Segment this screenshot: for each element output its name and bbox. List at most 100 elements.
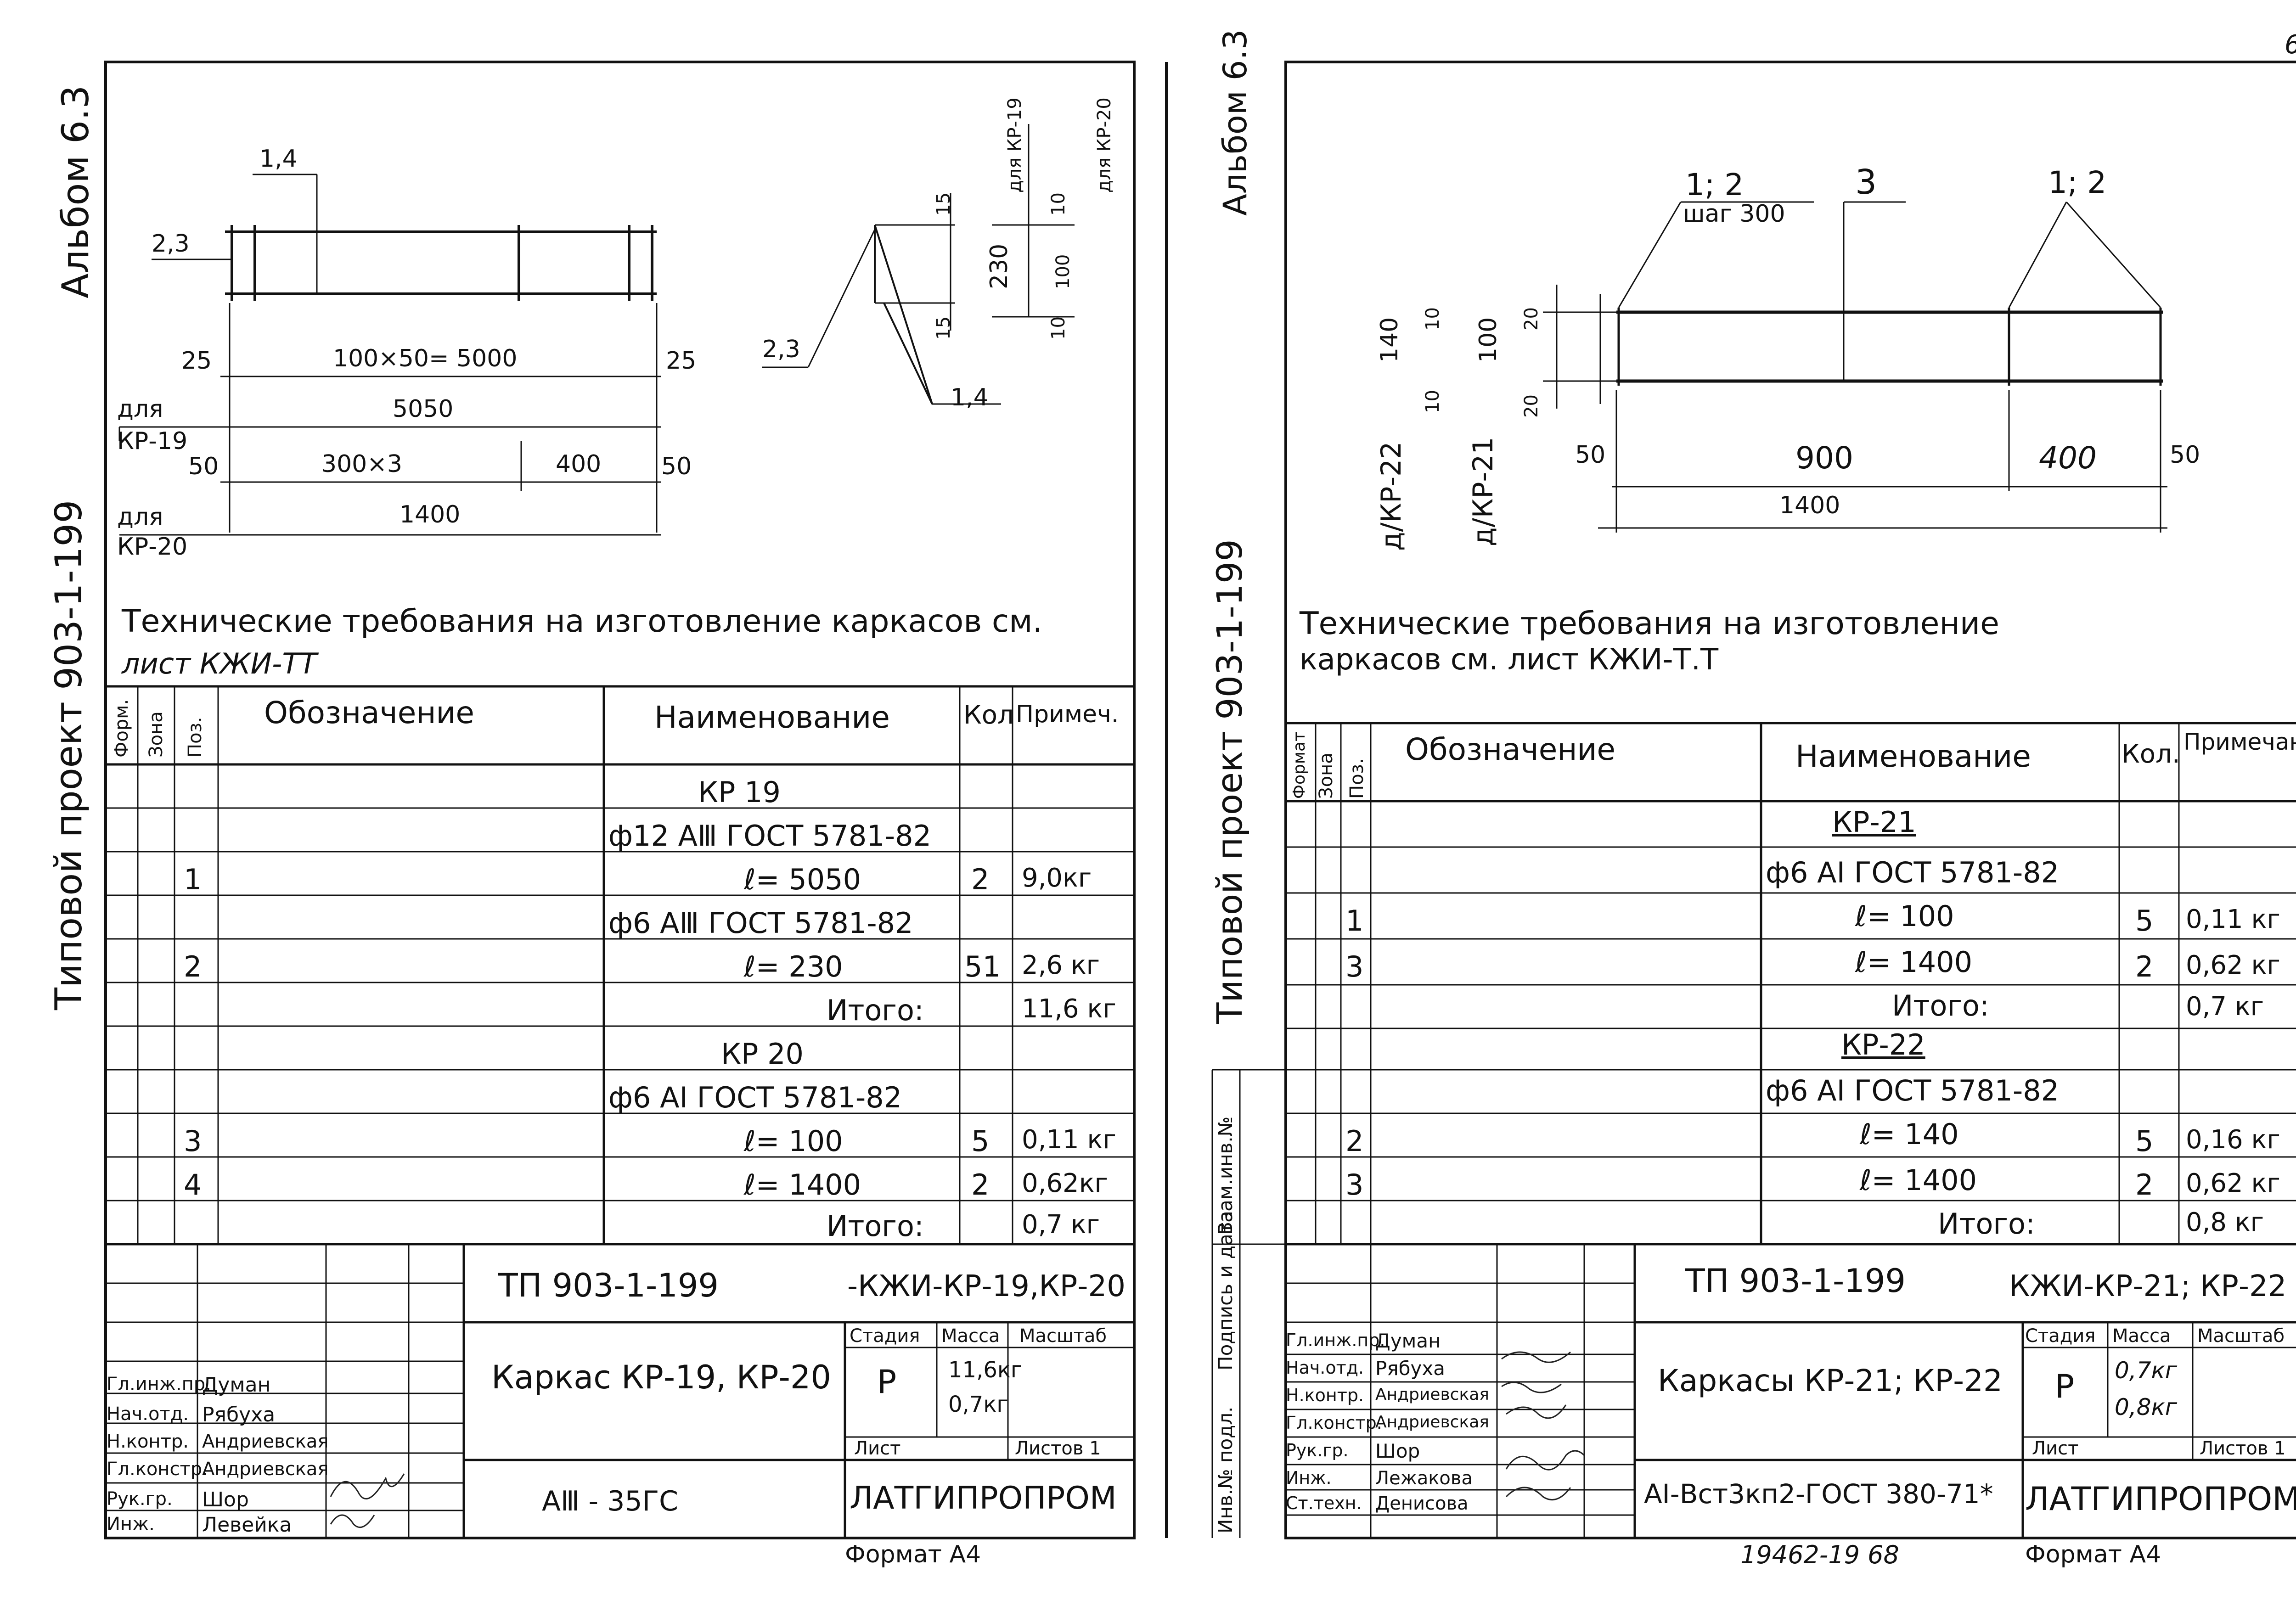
table-cell-kol: 5	[971, 1124, 990, 1158]
right-stage: Р	[2055, 1368, 2075, 1405]
right-mass-1: 0,7кг	[2115, 1357, 2177, 1384]
signature-mark	[1506, 1404, 1567, 1419]
table-cell-kol: 51	[964, 950, 1001, 983]
table-cell-name: КР-22	[1841, 1028, 1925, 1061]
table-cell-note: 2,6 кг	[1022, 950, 1100, 980]
for-kr20-a: для	[117, 503, 163, 531]
left-tech-req-2: лист КЖИ-ТТ	[122, 647, 317, 680]
right-format: Формат А4	[2025, 1541, 2161, 1568]
left-dimension-lines	[118, 303, 661, 536]
bottom-registration-number: 19462-19 68	[1740, 1540, 1899, 1569]
table-cell-name: КР 19	[698, 775, 781, 809]
right-scale-label: Масштаб	[2197, 1325, 2285, 1347]
r-label-3: 3	[1855, 163, 1877, 202]
right-stage-label: Стадия	[2025, 1325, 2096, 1347]
table-cell-name: Итого:	[827, 994, 924, 1027]
table-cell-note: 0,11 кг	[1022, 1125, 1116, 1155]
table-cell-name: ℓ= 140	[1860, 1117, 1959, 1151]
left-sheets-label: Листов 1	[1015, 1438, 1101, 1459]
right-hdr-designation: Обозначение	[1405, 732, 1615, 767]
left-kr19-elevation	[152, 174, 657, 301]
role: Рук.гр.	[107, 1488, 173, 1510]
table-cell-name: КР-21	[1832, 805, 1916, 839]
table-cell-note: 0,7 кг	[1022, 1210, 1100, 1240]
r-dim-400: 400	[2039, 440, 2097, 476]
right-sheet-code: КЖИ-КР-21; КР-22	[2009, 1269, 2287, 1303]
table-cell-note: 9,0кг	[1022, 863, 1092, 893]
signer-name: Шор	[1375, 1440, 1420, 1462]
dim-end-right: 25	[666, 347, 697, 375]
right-organization: ЛАТГИПРОПРОМ	[2025, 1480, 2296, 1518]
left-stage-label: Стадия	[850, 1325, 920, 1347]
table-cell-kol: 5	[2135, 1124, 2154, 1158]
dim-label-14: 1,4	[259, 145, 298, 173]
table-cell-name: ф6 АⅠ ГОСТ 5781-82	[1766, 856, 2060, 889]
signer-name: Рябуха	[1375, 1357, 1445, 1380]
table-cell-poz: 2	[1345, 1124, 1364, 1158]
left-mass-label: Масса	[941, 1325, 1000, 1347]
signer-name: Андриевская	[1375, 1413, 1489, 1432]
right-mass-2: 0,8кг	[2115, 1394, 2177, 1420]
r-dim-50a: 50	[1575, 441, 1606, 469]
signer-name: Андриевская	[202, 1431, 329, 1452]
left-title-block-grid	[106, 1244, 1134, 1538]
signer-name: Думан	[1375, 1330, 1441, 1352]
dim-300x3: 300×3	[321, 450, 402, 478]
table-cell-name: ℓ= 1400	[744, 1168, 861, 1201]
for-kr19-a: для	[117, 395, 163, 423]
signer-name: Рябуха	[202, 1403, 276, 1426]
role: Рук.гр.	[1286, 1440, 1349, 1460]
table-cell-name: Итого:	[827, 1209, 924, 1243]
signer-name: Лежакова	[1375, 1468, 1473, 1489]
right-hdr-note: Примечание	[2183, 729, 2296, 755]
for-kr19-b: КР-19	[117, 427, 188, 455]
table-cell-name: ф6 АⅠ ГОСТ 5781-82	[608, 1081, 902, 1114]
signature-mark	[1501, 1351, 1571, 1363]
table-cell-name: ф6 АⅠ ГОСТ 5781-82	[1766, 1074, 2060, 1107]
signature-mark	[1501, 1381, 1562, 1393]
role: Инж.	[1286, 1468, 1332, 1488]
table-cell-poz: 3	[1345, 1168, 1364, 1201]
left-title: Каркас КР-19, КР-20	[491, 1359, 831, 1396]
table-cell-note: 11,6 кг	[1022, 994, 1116, 1024]
role: Гл.констр.	[107, 1459, 208, 1480]
table-cell-poz: 2	[184, 950, 202, 983]
left-scale-label: Масштаб	[1019, 1325, 1107, 1347]
role: Нач.отд.	[107, 1404, 189, 1425]
right-dimension-lines	[1543, 201, 2167, 533]
signer-name: Шор	[202, 1488, 249, 1511]
left-doc-code: ТП 903-1-199	[498, 1267, 719, 1304]
right-tech-req-2: каркасов см. лист КЖИ-Т.Т	[1300, 643, 1719, 677]
r-dim-1400: 1400	[1779, 492, 1840, 519]
right-hdr-qty: Кол.	[2122, 739, 2180, 769]
table-cell-name: ℓ= 100	[744, 1124, 843, 1158]
left-organization: ЛАТГИПРОПРОМ	[850, 1480, 1117, 1516]
table-cell-name: ф12 АⅢ ГОСТ 5781-82	[608, 819, 932, 853]
dim-400: 400	[556, 450, 602, 478]
signature-mark	[1505, 1487, 1571, 1501]
right-tech-req-1: Технические требования на изготовление	[1300, 606, 1999, 642]
signer-name: Андриевская	[202, 1459, 329, 1480]
table-cell-kol: 2	[2135, 950, 2154, 983]
right-title-block-grid	[1286, 1244, 2296, 1538]
table-cell-poz: 3	[184, 1124, 202, 1158]
signer-name: Денисова	[1375, 1493, 1469, 1514]
table-cell-note: 0,62 кг	[2186, 950, 2280, 980]
dim-label-23: 2,3	[152, 230, 190, 258]
left-hdr-qty: Кол	[963, 700, 1014, 730]
table-cell-name: Итого:	[1938, 1207, 2035, 1241]
right-mass-label: Масса	[2112, 1325, 2171, 1347]
signature-mark	[330, 1473, 405, 1500]
table-cell-name: КР 20	[721, 1037, 804, 1071]
role: Инж.	[107, 1514, 155, 1535]
signature-mark	[330, 1514, 375, 1528]
signer-name: Думан	[202, 1373, 271, 1397]
table-cell-name: ℓ= 100	[1855, 899, 1954, 933]
length-1400: 1400	[400, 501, 461, 528]
dim-50a: 50	[188, 453, 219, 480]
left-tech-req-1: Технические требования на изготовление к…	[122, 603, 1043, 640]
right-material: АⅠ-Вст3кп2-ГОСТ 380-71*	[1644, 1478, 1993, 1510]
role: Гл.инж.пр.	[107, 1374, 211, 1395]
left-section	[762, 124, 1075, 405]
